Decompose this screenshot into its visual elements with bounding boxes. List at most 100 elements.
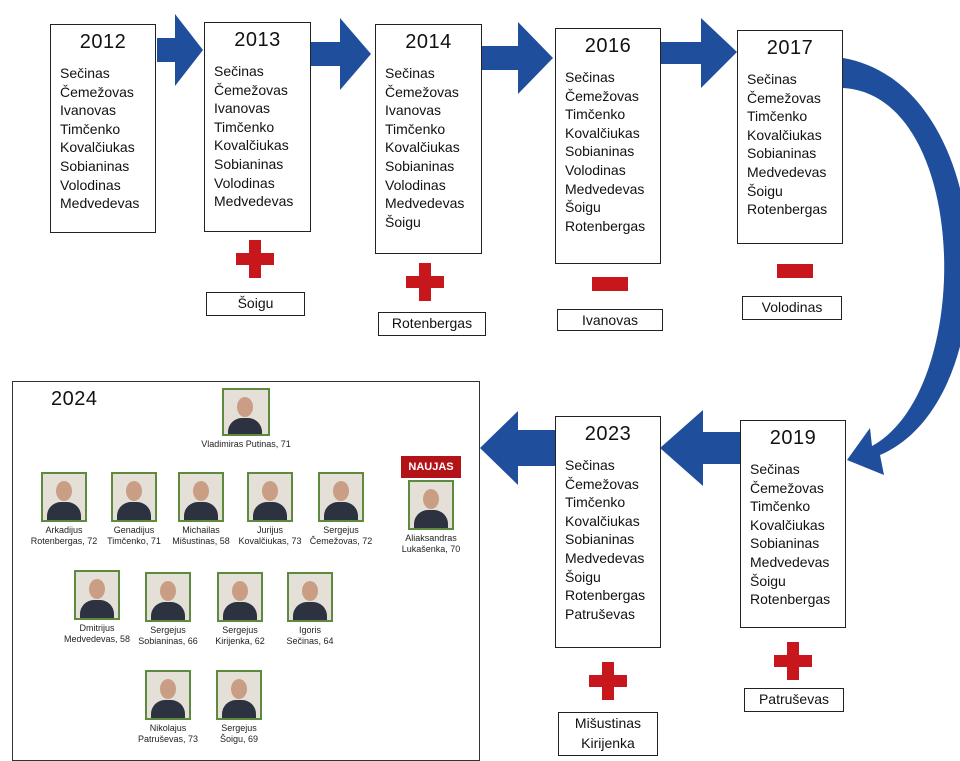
list-item: Sobianinas <box>385 157 455 174</box>
changed-name: Patruševas <box>758 691 830 707</box>
arrow-2017-2019 <box>843 58 960 475</box>
plus-icon <box>774 642 812 680</box>
portrait-photo-icon <box>287 572 333 622</box>
list-item: Medvedevas <box>750 553 830 570</box>
list-item: Volodinas <box>385 176 446 193</box>
list-item: Ivanovas <box>385 102 442 119</box>
list-item: Kovalčiukas <box>565 512 640 529</box>
portrait-photo-icon <box>74 570 120 620</box>
year-box-2017: 2017 Sečinas Čemežovas Timčenko Kovalčiu… <box>737 30 843 244</box>
list-item: Volodinas <box>214 174 275 191</box>
new-badge: NAUJAS <box>401 456 461 478</box>
person-card-leader: Vladimiras Putinas, 71 <box>181 388 311 450</box>
changed-name: Volodinas <box>761 299 823 315</box>
portrait-photo-icon <box>111 472 157 522</box>
portrait-photo-icon <box>217 572 263 622</box>
year-label: 2024 <box>51 388 98 410</box>
list-item: Čemežovas <box>60 83 134 100</box>
change-tag-2014: Rotenbergas <box>378 312 486 336</box>
portrait-photo-icon <box>222 388 270 436</box>
list-item: Sečinas <box>214 63 264 79</box>
list-item: Volodinas <box>60 176 121 193</box>
list-item: Sečinas <box>385 65 435 81</box>
portrait-photo-icon <box>41 472 87 522</box>
minus-icon <box>592 277 628 291</box>
list-item: Šoigu <box>747 182 783 199</box>
list-item: Timčenko <box>214 118 275 135</box>
list-item: Kovalčiukas <box>60 139 135 156</box>
change-tag-2017: Volodinas <box>742 296 842 320</box>
list-item: Timčenko <box>565 494 626 511</box>
year-label: 2019 <box>769 427 817 449</box>
list-item: Čemežovas <box>214 81 288 98</box>
year-label: 2017 <box>766 37 814 59</box>
list-item: Sobianinas <box>214 155 284 172</box>
list-item: Medvedevas <box>60 195 140 212</box>
plus-icon <box>406 263 444 301</box>
list-item: Rotenbergas <box>565 587 646 604</box>
member-list: Sečinas Čemežovas Ivanovas Timčenko Kova… <box>385 64 481 231</box>
list-item: Čemežovas <box>385 83 459 100</box>
panel-2024: 2024 Vladimiras Putinas, 71 NAUJAS Aliak… <box>12 381 480 761</box>
portrait-photo-icon <box>145 670 191 720</box>
arrow-2012-2013 <box>157 14 203 86</box>
changed-name: Rotenbergas <box>391 315 473 331</box>
portrait-photo-icon <box>216 670 262 720</box>
list-item: Timčenko <box>385 120 446 137</box>
list-item: Čemežovas <box>747 89 821 106</box>
list-item: Sečinas <box>747 71 797 87</box>
year-label: 2012 <box>79 31 127 53</box>
year-label: 2013 <box>234 29 281 51</box>
list-item: Sečinas <box>750 461 800 477</box>
list-item: Patruševas <box>565 605 636 622</box>
member-list: Sečinas Čemežovas Timčenko Kovalčiukas S… <box>565 456 660 623</box>
list-item: Medvedevas <box>747 163 827 180</box>
member-list: Sečinas Čemežovas Ivanovas Timčenko Kova… <box>60 64 155 213</box>
change-tag-2016: Ivanovas <box>557 309 663 331</box>
list-item: Sečinas <box>60 65 110 81</box>
member-list: Sečinas Čemežovas Timčenko Kovalčiukas S… <box>750 460 845 609</box>
year-label: 2014 <box>405 31 452 53</box>
list-item: Sobianinas <box>60 157 130 174</box>
portrait-photo-icon <box>178 472 224 522</box>
list-item: Čemežovas <box>565 87 639 104</box>
list-item: Medvedevas <box>565 549 645 566</box>
changed-name: Mišustinas <box>574 715 642 731</box>
year-label: 2016 <box>584 35 632 57</box>
list-item: Sobianinas <box>750 535 820 552</box>
list-item: Sečinas <box>565 457 615 473</box>
member-list: Sečinas Čemežovas Timčenko Kovalčiukas S… <box>747 70 842 219</box>
change-tag-2023: Mišustinas Kirijenka <box>558 712 658 756</box>
list-item: Kovalčiukas <box>214 137 289 154</box>
list-item: Volodinas <box>565 161 626 178</box>
list-item: Sečinas <box>565 69 615 85</box>
year-box-2019: 2019 Sečinas Čemežovas Timčenko Kovalčiu… <box>740 420 846 628</box>
year-label: 2023 <box>584 423 632 445</box>
list-item: Kovalčiukas <box>385 139 460 156</box>
list-item: Ivanovas <box>60 102 117 119</box>
list-item: Kovalčiukas <box>565 124 640 141</box>
list-item: Šoigu <box>565 199 601 216</box>
list-item: Rotenbergas <box>565 217 646 234</box>
portrait-photo-icon <box>145 572 191 622</box>
list-item: Čemežovas <box>750 479 824 496</box>
list-item: Medvedevas <box>565 180 645 197</box>
changed-name: Šoigu <box>237 295 274 311</box>
